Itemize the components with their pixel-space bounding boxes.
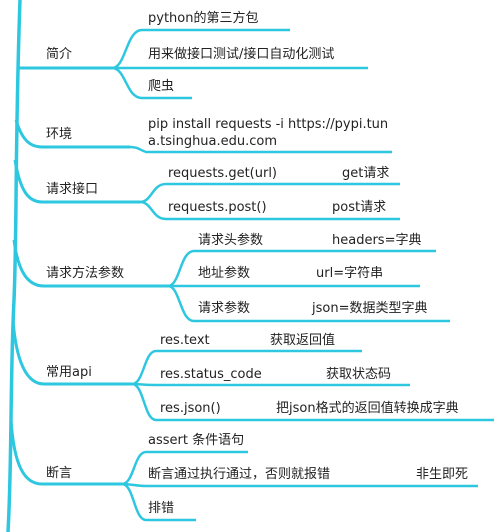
branch-label-request[interactable]: 请求接口: [46, 182, 99, 197]
branch-label-env[interactable]: 环境: [46, 127, 73, 142]
branch-label-assert[interactable]: 断言: [46, 466, 73, 481]
child-line-request-2: [139, 200, 400, 221]
trunk-line: [6, 0, 22, 532]
node-request-2[interactable]: requests.post(): [168, 200, 267, 215]
node-assert-3[interactable]: 排错: [148, 501, 175, 516]
node-api-2[interactable]: res.status_code: [160, 367, 262, 382]
branch-label-intro[interactable]: 简介: [46, 47, 73, 62]
branch-line-api: [11, 319, 132, 386]
node-intro-2[interactable]: 用来做接口测试/接口自动化测试: [148, 47, 335, 62]
branch-line-assert: [9, 419, 122, 486]
node-request-2-note[interactable]: post请求: [332, 200, 387, 215]
node-assert-2-note[interactable]: 非生即死: [416, 467, 469, 482]
child-line-params-1: [167, 249, 436, 288]
node-params-1-note[interactable]: headers=字典: [332, 233, 422, 248]
child-line-api-1: [131, 349, 362, 386]
node-api-3[interactable]: res.json(): [160, 401, 221, 416]
node-params-1[interactable]: 请求头参数: [198, 233, 264, 248]
node-assert-2[interactable]: 断言通过执行通过，否则就报错: [148, 467, 331, 482]
child-line-api-2: [131, 382, 410, 387]
node-request-1-note[interactable]: get请求: [342, 166, 390, 181]
branch-line-request: [13, 159, 140, 204]
node-params-2-note[interactable]: url=字符串: [316, 266, 384, 281]
node-params-3-note[interactable]: json=数据类型字典: [312, 301, 428, 316]
node-intro-3[interactable]: 爬虫: [148, 79, 175, 94]
child-line-intro-3: [111, 66, 192, 100]
child-line-params-3: [167, 284, 450, 323]
node-params-2[interactable]: 地址参数: [198, 266, 251, 281]
child-line-intro-1: [111, 28, 290, 70]
node-api-1[interactable]: res.text: [160, 333, 210, 348]
branch-line-params: [12, 239, 168, 288]
child-line-assert-2: [121, 482, 478, 488]
branch-label-api[interactable]: 常用api: [46, 365, 92, 380]
child-line-env-1: [129, 145, 392, 154]
node-api-2-note[interactable]: 获取状态码: [326, 367, 392, 382]
branch-label-params[interactable]: 请求方法参数: [46, 266, 125, 281]
node-env-1[interactable]: pip install requests -i https://pypi.tun…: [148, 117, 389, 149]
node-assert-1[interactable]: assert 条件语句: [148, 433, 245, 448]
node-params-3[interactable]: 请求参数: [198, 301, 251, 316]
child-line-api-3: [131, 382, 494, 422]
node-api-1-note[interactable]: 获取返回值: [270, 333, 336, 348]
node-api-3-note[interactable]: 把json格式的返回值转换成字典: [276, 401, 459, 416]
node-request-1[interactable]: requests.get(url): [168, 166, 278, 181]
child-line-assert-3: [121, 482, 196, 522]
node-intro-1[interactable]: python的第三方包: [148, 11, 259, 26]
branch-line-env: [14, 119, 130, 149]
